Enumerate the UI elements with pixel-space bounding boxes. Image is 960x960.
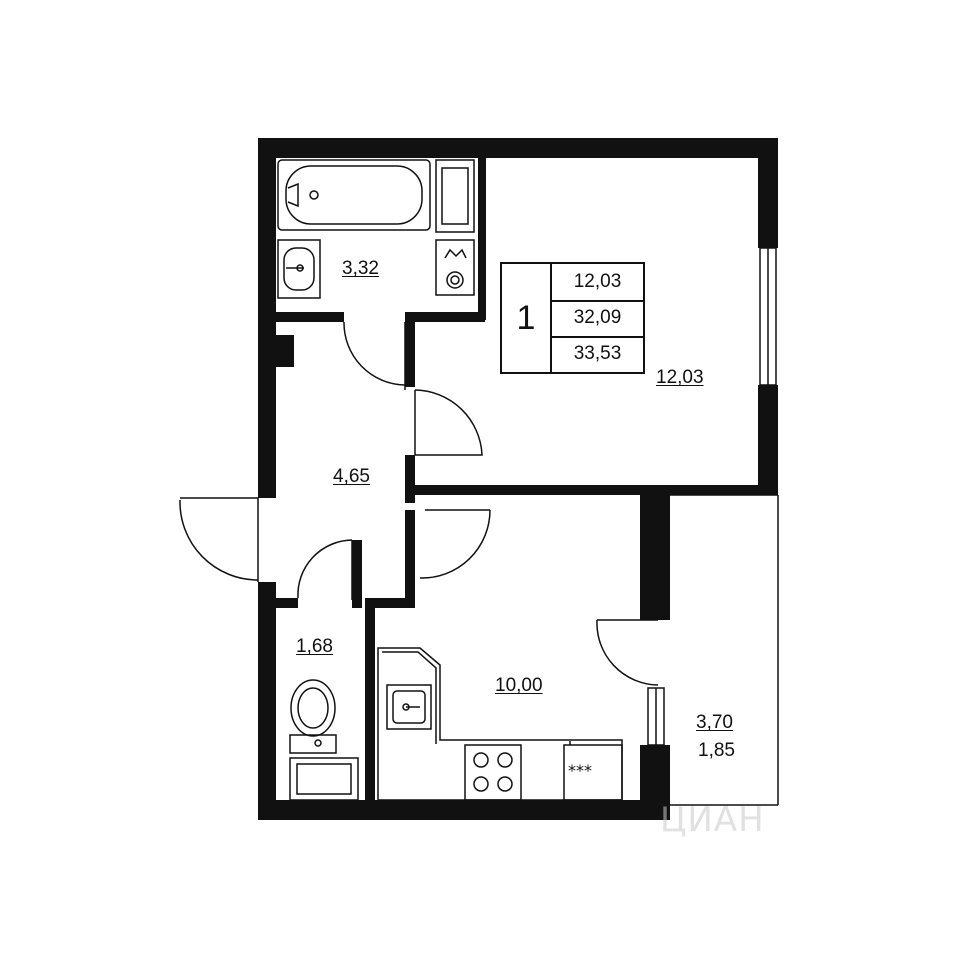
fridge: [563, 741, 623, 801]
kitchen-sink: [386, 684, 432, 730]
room-count: 1: [502, 264, 552, 372]
exterior-walls: [258, 138, 778, 820]
washing-machine: [435, 159, 475, 296]
balcony-area: 3,70: [696, 712, 733, 733]
hallway-area: 4,65: [333, 466, 370, 487]
balcony-reduced-area: 1,85: [698, 740, 735, 761]
area-summary-table: 1 12,03 32,09 33,53: [500, 262, 645, 374]
window-living: [759, 247, 777, 386]
toilet-area: 1,68: [296, 636, 333, 657]
kitchen-counter: [377, 647, 623, 801]
stove: [464, 744, 522, 801]
summary-total-area: 32,09: [552, 300, 643, 338]
toilet: [289, 679, 337, 754]
bathroom-area: 3,32: [342, 258, 379, 279]
svg-text:***: ***: [568, 761, 592, 780]
bathroom-sink: [277, 239, 321, 299]
summary-total-with-balcony: 33,53: [573, 343, 622, 364]
toilet-sink-unit: [289, 757, 359, 801]
interior-walls: [272, 155, 765, 805]
watermark: ЦИАН: [660, 800, 765, 840]
summary-living-area: 12,03: [552, 264, 643, 302]
doors: [179, 321, 659, 686]
fridge-asterisks: ***: [568, 761, 592, 780]
living-room-area: 12,03: [656, 367, 704, 388]
bathtub: [277, 159, 431, 231]
window-kitchen-balcony: [647, 687, 665, 746]
kitchen-area: 10,00: [495, 675, 543, 696]
